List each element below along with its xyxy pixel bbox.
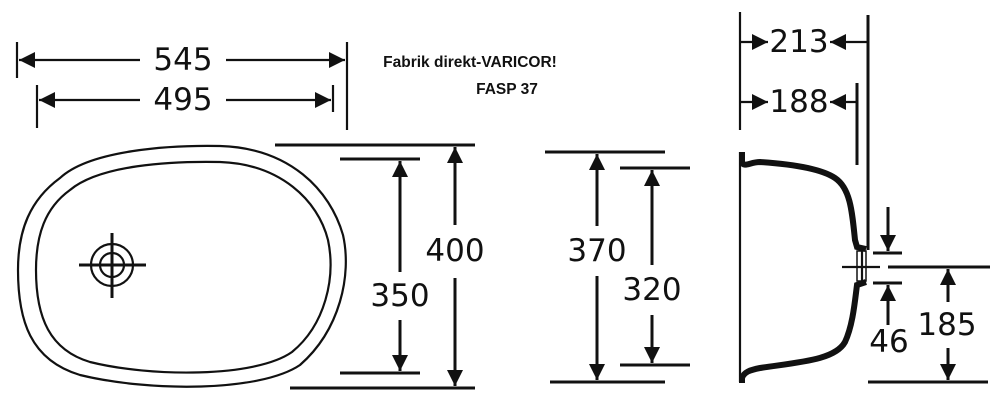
dimension-label: 46 (869, 324, 908, 360)
dimension-label: 350 (370, 278, 429, 314)
basin-side-profile (738, 152, 880, 383)
dimension-label: 188 (769, 84, 828, 120)
dimension-label: 213 (769, 24, 828, 60)
title-line-2: FASP 37 (476, 81, 538, 98)
drain-symbol-icon (79, 233, 146, 298)
dimension-middle-inner: 320 (620, 166, 690, 367)
dimension-height-outer: 400 (275, 143, 485, 390)
dimension-label: 545 (153, 42, 212, 78)
dimension-height-inner: 350 (340, 157, 430, 375)
dimension-width-outer: 545 (15, 42, 349, 130)
dimension-width-inner: 495 (35, 82, 335, 128)
title-line-1: Fabrik direkt-VARICOR! (383, 54, 557, 71)
basin-top-view (16, 144, 347, 388)
dimension-label: 185 (917, 307, 976, 343)
dimension-drain-height: 46 (869, 207, 909, 360)
dimension-label: 495 (153, 82, 212, 118)
dimension-depth-inner: 188 (740, 83, 859, 165)
dimension-depth-outer: 213 (738, 12, 870, 250)
dimension-label: 400 (425, 233, 484, 269)
dimension-label: 370 (567, 233, 626, 269)
dimension-label: 320 (622, 272, 681, 308)
dimension-middle-outer: 370 (545, 150, 665, 384)
dimension-drain-to-base: 185 (868, 265, 990, 384)
